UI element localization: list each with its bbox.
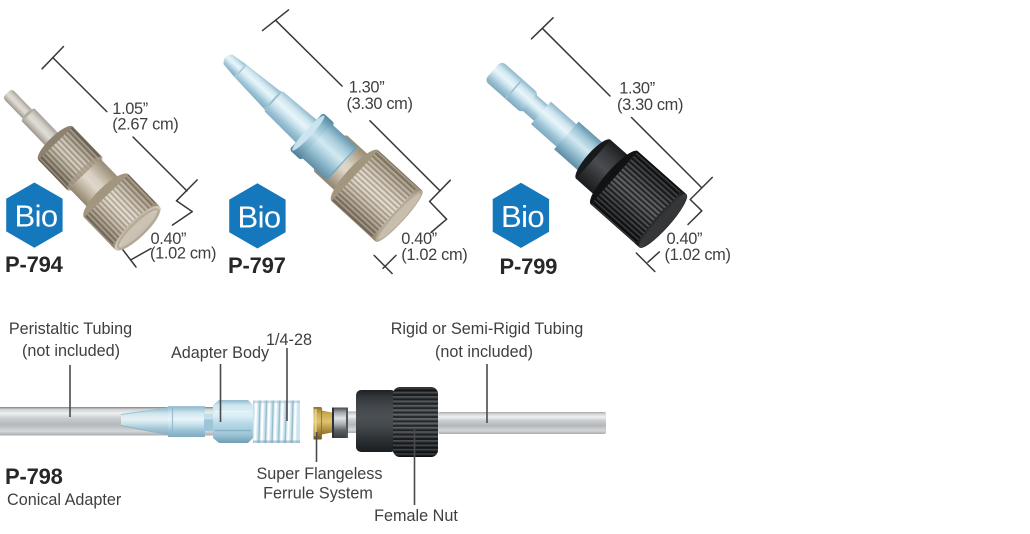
svg-text:Super Flangeless: Super Flangeless xyxy=(257,465,383,483)
svg-text:Bio: Bio xyxy=(15,199,58,234)
svg-text:Ferrule System: Ferrule System xyxy=(263,485,373,503)
svg-text:Bio: Bio xyxy=(501,199,544,234)
svg-text:Peristaltic Tubing: Peristaltic Tubing xyxy=(9,320,132,338)
svg-text:P-797: P-797 xyxy=(228,253,286,278)
svg-text:1/4-28: 1/4-28 xyxy=(266,331,312,349)
svg-text:(2.67 cm): (2.67 cm) xyxy=(112,116,178,134)
svg-text:(not included): (not included) xyxy=(435,343,533,361)
svg-text:P-798: P-798 xyxy=(5,464,63,489)
svg-text:1.05”: 1.05” xyxy=(112,100,148,118)
svg-text:Conical Adapter: Conical Adapter xyxy=(7,491,122,509)
svg-text:(1.02 cm): (1.02 cm) xyxy=(665,246,731,264)
svg-text:(1.02 cm): (1.02 cm) xyxy=(401,246,467,264)
svg-text:Rigid or Semi-Rigid Tubing: Rigid or Semi-Rigid Tubing xyxy=(391,320,584,338)
svg-text:0.40”: 0.40” xyxy=(401,230,437,248)
svg-text:1.30”: 1.30” xyxy=(619,80,655,98)
svg-text:(1.02 cm): (1.02 cm) xyxy=(150,245,216,263)
svg-text:1.30”: 1.30” xyxy=(349,79,385,97)
svg-text:(3.30 cm): (3.30 cm) xyxy=(617,96,683,114)
svg-text:0.40”: 0.40” xyxy=(151,230,187,248)
svg-text:0.40”: 0.40” xyxy=(667,230,703,248)
svg-text:(not included): (not included) xyxy=(22,342,120,360)
svg-text:Adapter Body: Adapter Body xyxy=(171,344,270,362)
svg-text:(3.30 cm): (3.30 cm) xyxy=(347,95,413,113)
svg-text:Female Nut: Female Nut xyxy=(374,507,458,525)
svg-text:Bio: Bio xyxy=(238,199,281,234)
svg-text:P-794: P-794 xyxy=(5,252,64,277)
svg-text:P-799: P-799 xyxy=(500,254,558,279)
